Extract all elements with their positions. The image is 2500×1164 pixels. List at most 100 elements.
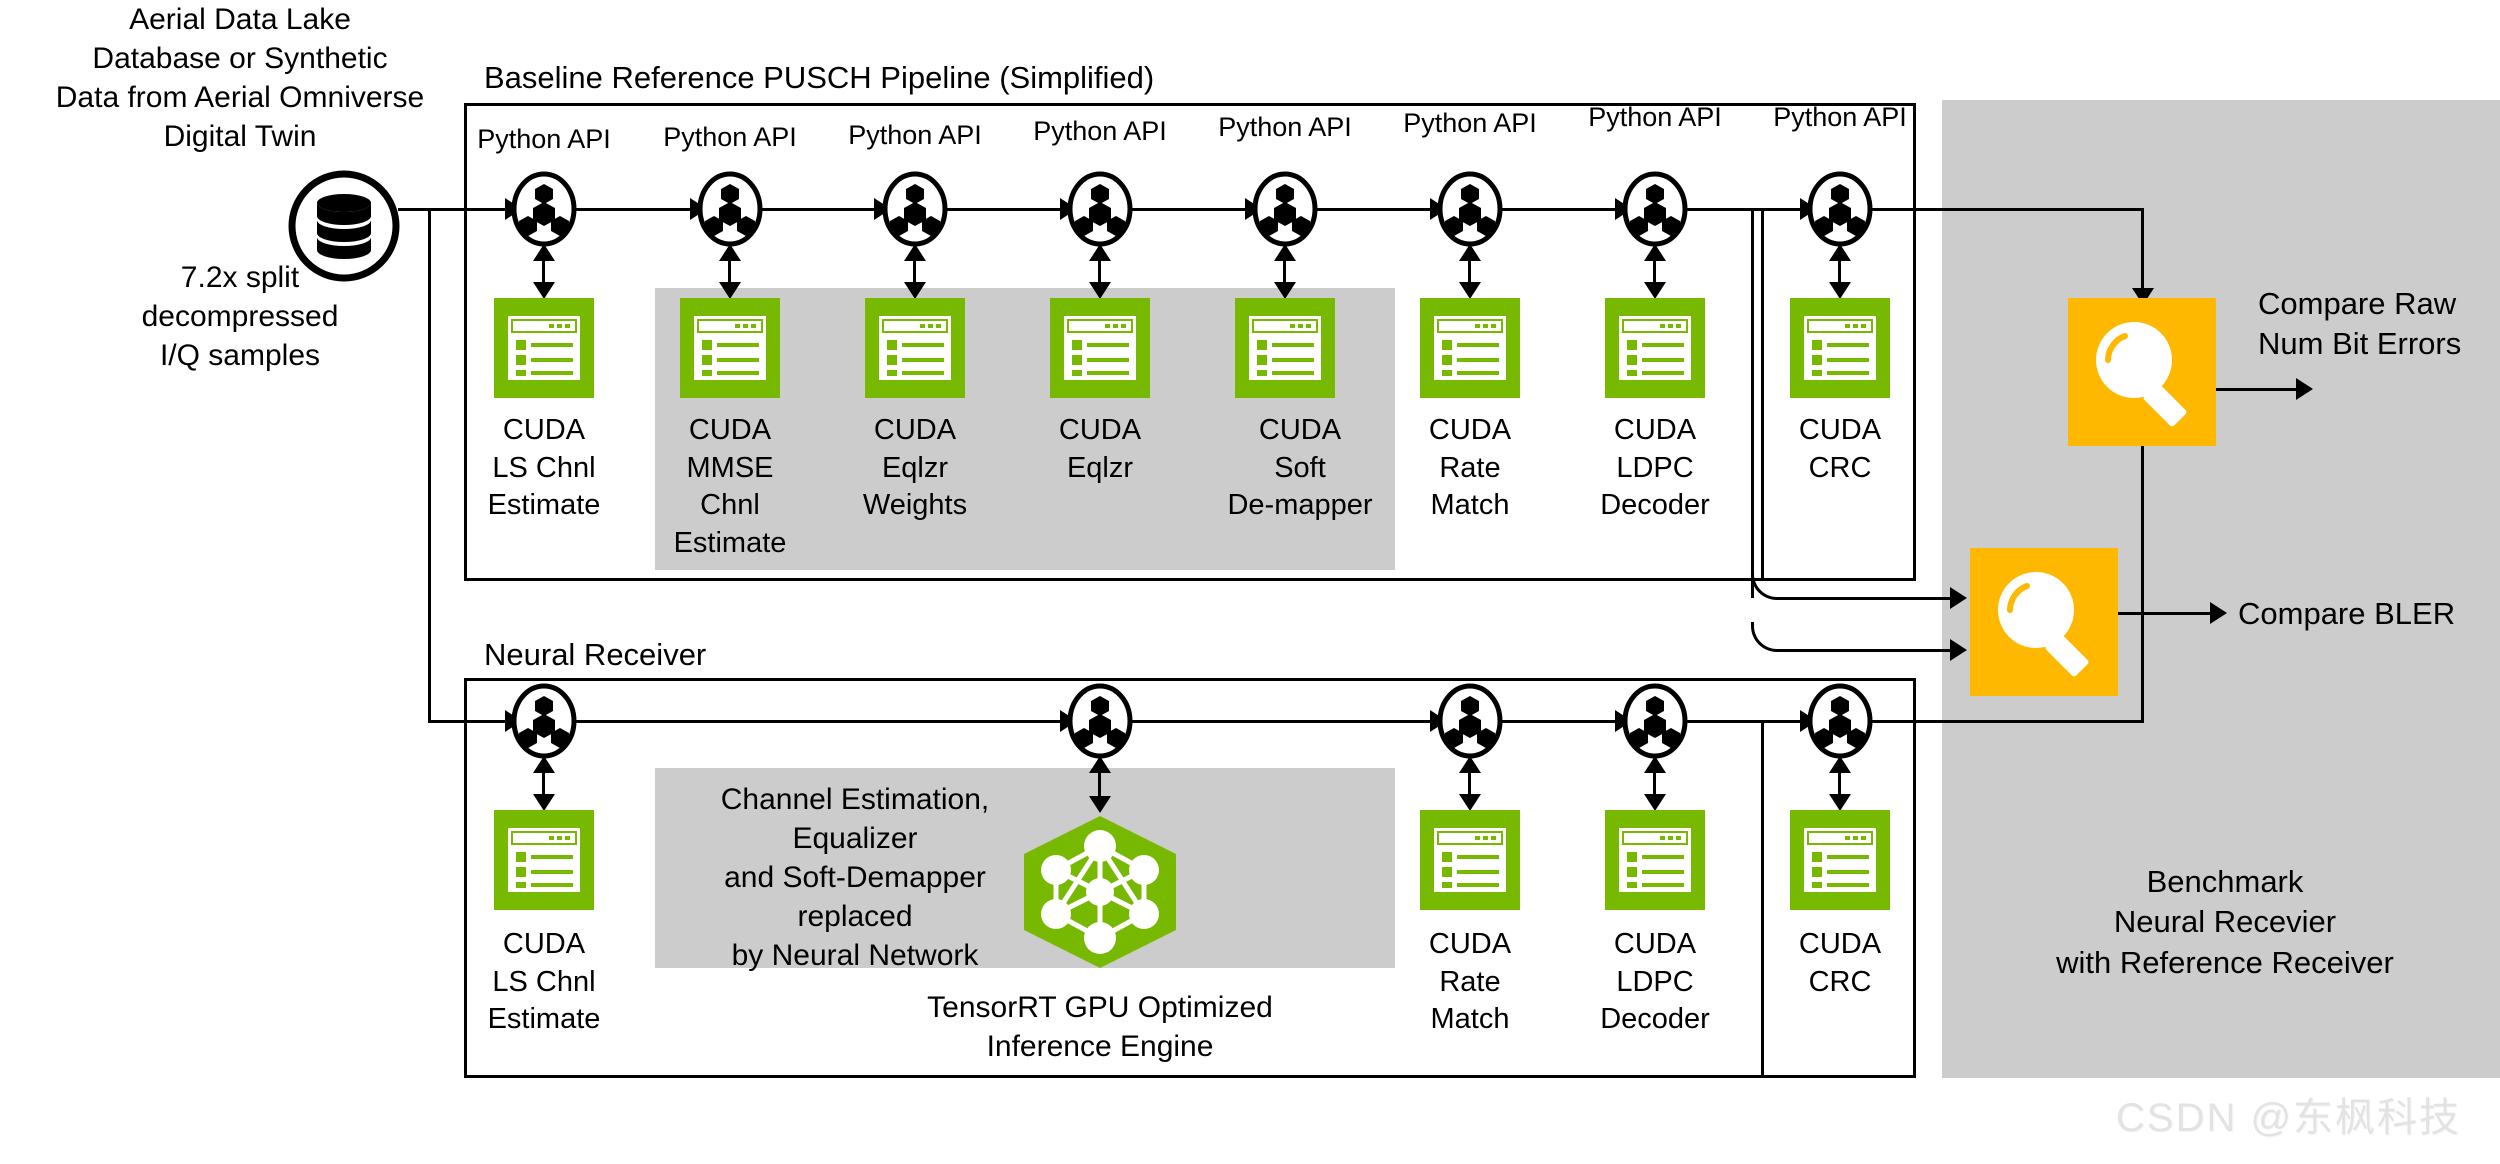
cuda-kernel-icon bbox=[1605, 298, 1705, 398]
neural-crc-separator-line bbox=[1761, 720, 1764, 1078]
neural-receiver-title: Neural Receiver bbox=[484, 637, 707, 672]
baseline-link-arrow-down-5 bbox=[1274, 282, 1296, 299]
neural-bler-elbow bbox=[1751, 622, 1781, 652]
compare-raw-out-arrow bbox=[2296, 378, 2313, 400]
database-cylinder-icon bbox=[288, 170, 400, 282]
python-api-node-icon[interactable] bbox=[1621, 682, 1689, 760]
cuda-kernel-icon bbox=[1605, 810, 1705, 910]
neural-link-line-4 bbox=[1653, 764, 1656, 804]
baseline-link-arrow-down-7 bbox=[1644, 282, 1666, 299]
baseline-api-label-7: Python API bbox=[1588, 102, 1722, 132]
baseline-link-arrow-up-1 bbox=[533, 244, 555, 261]
cuda-kernel-icon bbox=[680, 298, 780, 398]
neural-link-arrow-down-4 bbox=[1644, 794, 1666, 811]
neural-raw-line bbox=[1874, 720, 2144, 723]
baseline-link-arrow-down-3 bbox=[904, 282, 926, 299]
python-api-node-icon[interactable] bbox=[1621, 170, 1689, 248]
baseline-crc-separator-line bbox=[1761, 208, 1764, 581]
baseline-stage-label-4: CUDA Eqlzr bbox=[1058, 414, 1142, 484]
baseline-link-arrow-down-2 bbox=[719, 282, 741, 299]
neural-bler-line bbox=[1778, 649, 1958, 652]
baseline-link-arrow-down-8 bbox=[1829, 282, 1851, 299]
cuda-kernel-icon bbox=[1790, 298, 1890, 398]
baseline-pipeline-box bbox=[464, 103, 1916, 581]
baseline-stage-label-6: CUDA Rate Match bbox=[1428, 414, 1512, 522]
baseline-stage-label-8: CUDA CRC bbox=[1798, 414, 1882, 484]
baseline-api-label-8: Python API bbox=[1773, 102, 1907, 132]
baseline-link-line-3 bbox=[913, 252, 916, 292]
compare-bler-label: Compare BLER bbox=[2238, 596, 2456, 631]
magnifier-icon-raw-bit-errors[interactable] bbox=[2068, 298, 2216, 446]
baseline-link-arrow-up-3 bbox=[904, 244, 926, 261]
baseline-api-label-1: Python API bbox=[477, 124, 611, 154]
neural-stage-label-4: CUDA CRC bbox=[1798, 928, 1882, 998]
python-api-node-icon[interactable] bbox=[1436, 170, 1504, 248]
neural-link-arrow-up-2 bbox=[1089, 756, 1111, 773]
baseline-output-down-line bbox=[2141, 208, 2144, 296]
baseline-api-label-3: Python API bbox=[848, 120, 982, 150]
cuda-kernel-icon bbox=[494, 810, 594, 910]
baseline-link-arrow-down-6 bbox=[1459, 282, 1481, 299]
baseline-link-arrow-up-5 bbox=[1274, 244, 1296, 261]
cuda-kernel-icon bbox=[494, 298, 594, 398]
data-source-caption: 7.2x split decompressed I/Q samples bbox=[141, 261, 339, 372]
python-api-node-icon[interactable] bbox=[1066, 682, 1134, 760]
baseline-bler-elbow bbox=[1751, 570, 1781, 600]
baseline-link-arrow-up-2 bbox=[719, 244, 741, 261]
baseline-link-line-8 bbox=[1838, 252, 1841, 292]
baseline-api-label-2: Python API bbox=[663, 122, 797, 152]
baseline-stage-label-5: CUDA Soft De-mapper bbox=[1227, 414, 1373, 522]
baseline-spine-line bbox=[500, 208, 1920, 211]
python-api-node-icon[interactable] bbox=[510, 170, 578, 248]
neural-stage-label-1: CUDA LS Chnl Estimate bbox=[487, 928, 601, 1036]
baseline-link-line-7 bbox=[1653, 252, 1656, 292]
neural-link-arrow-up-3 bbox=[1459, 756, 1481, 773]
neural-raw-up-line bbox=[2141, 420, 2144, 722]
cuda-kernel-icon bbox=[1420, 810, 1520, 910]
baseline-api-label-4: Python API bbox=[1033, 116, 1167, 146]
baseline-bler-arrow bbox=[1950, 587, 1967, 609]
cuda-kernel-icon bbox=[1050, 298, 1150, 398]
compare-bler-out-line bbox=[2118, 612, 2218, 615]
baseline-link-arrow-up-8 bbox=[1829, 244, 1851, 261]
neural-bler-arrow bbox=[1950, 639, 1967, 661]
baseline-link-arrow-up-7 bbox=[1644, 244, 1666, 261]
python-api-node-icon[interactable] bbox=[696, 170, 764, 248]
baseline-stage-label-2: CUDA MMSE Chnl Estimate bbox=[673, 414, 787, 560]
baseline-link-line-4 bbox=[1098, 252, 1101, 292]
python-api-node-icon[interactable] bbox=[510, 682, 578, 760]
python-api-node-icon[interactable] bbox=[1806, 170, 1874, 248]
python-api-node-icon[interactable] bbox=[1066, 170, 1134, 248]
neural-stage-label-3: CUDA LDPC Decoder bbox=[1600, 928, 1710, 1036]
cuda-kernel-icon bbox=[1235, 298, 1335, 398]
python-api-node-icon[interactable] bbox=[1806, 682, 1874, 760]
neural-link-arrow-down-3 bbox=[1459, 794, 1481, 811]
baseline-link-arrow-down-1 bbox=[533, 282, 555, 299]
compare-raw-out-line bbox=[2216, 388, 2304, 391]
neural-link-line-3 bbox=[1468, 764, 1471, 804]
python-api-node-icon[interactable] bbox=[881, 170, 949, 248]
neural-link-line-1 bbox=[542, 764, 545, 804]
baseline-api-label-5: Python API bbox=[1218, 112, 1352, 142]
baseline-stage-label-1: CUDA LS Chnl Estimate bbox=[487, 414, 601, 522]
magnifier-icon-bler[interactable] bbox=[1970, 548, 2118, 696]
source-branch-bottom-line bbox=[428, 720, 538, 723]
compare-bler-out-arrow bbox=[2210, 602, 2227, 624]
neural-spine-line bbox=[500, 720, 1920, 723]
baseline-link-line-5 bbox=[1283, 252, 1286, 292]
python-api-node-icon[interactable] bbox=[1436, 682, 1504, 760]
benchmark-summary: Benchmark Neural Recevier with Reference… bbox=[2056, 864, 2394, 980]
neural-link-arrow-down-1 bbox=[533, 794, 555, 811]
python-api-node-icon[interactable] bbox=[1251, 170, 1319, 248]
neural-network-hexagon-icon bbox=[1016, 812, 1184, 972]
baseline-bler-down-line bbox=[1751, 208, 1754, 598]
baseline-link-arrow-up-6 bbox=[1459, 244, 1481, 261]
neural-link-arrow-up-4 bbox=[1644, 756, 1666, 773]
neural-link-line-2 bbox=[1098, 764, 1101, 806]
csdn-watermark: CSDN @东枫科技 bbox=[2116, 1096, 2462, 1140]
neural-link-arrow-up-1 bbox=[533, 756, 555, 773]
neural-link-arrow-down-5 bbox=[1829, 794, 1851, 811]
source-trunk-line bbox=[398, 208, 528, 211]
cuda-kernel-icon bbox=[1790, 810, 1890, 910]
